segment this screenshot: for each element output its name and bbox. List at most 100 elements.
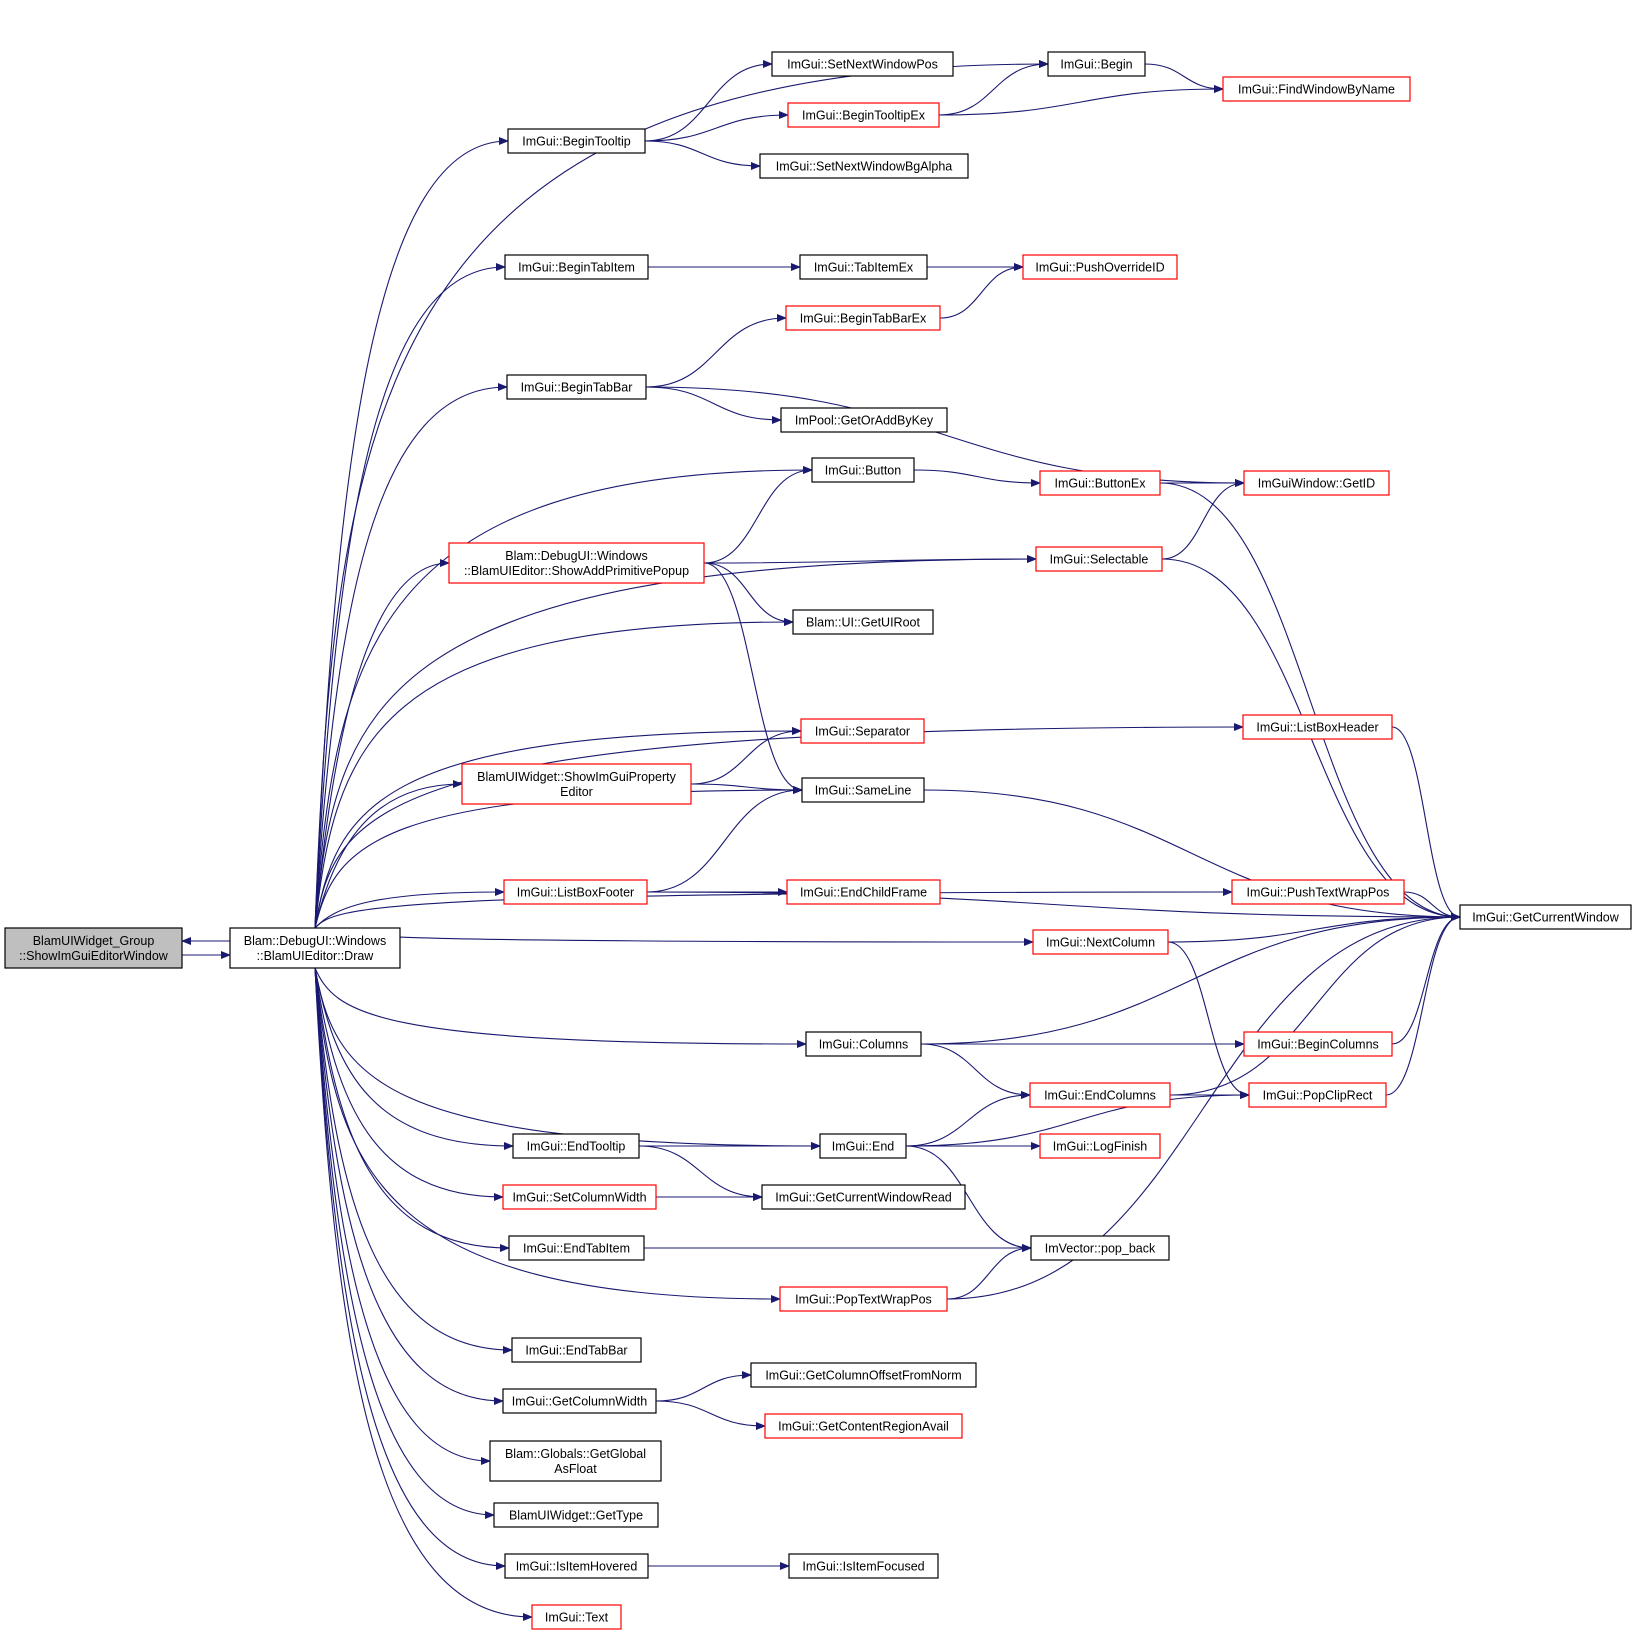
node-root[interactable]: BlamUIWidget_Group::ShowImGuiEditorWindo…: [4, 927, 183, 969]
node-button-ex[interactable]: ImGui::ButtonEx: [1039, 470, 1161, 496]
node-get-content-region-avail[interactable]: ImGui::GetContentRegionAvail: [764, 1413, 963, 1439]
edge-begin-columns-to-get-current-window: [1391, 913, 1461, 1045]
node-get-current-window-read[interactable]: ImGui::GetCurrentWindowRead: [761, 1184, 966, 1210]
node-set-next-window-pos[interactable]: ImGui::SetNextWindowPos: [771, 51, 954, 77]
node-is-item-focused[interactable]: ImGui::IsItemFocused: [788, 1553, 939, 1579]
node-box: [1032, 929, 1169, 955]
edge-draw-to-end-tooltip: [314, 967, 514, 1150]
node-next-column[interactable]: ImGui::NextColumn: [1032, 929, 1169, 955]
node-end-child-frame[interactable]: ImGui::EndChildFrame: [786, 879, 941, 905]
node-begin-tab-bar-ex[interactable]: ImGui::BeginTabBarEx: [785, 305, 941, 331]
node-label: ImGui::SetNextWindowPos: [787, 58, 938, 72]
edge-draw-to-get-global-as-float: [314, 967, 491, 1465]
node-begin-tooltip-ex[interactable]: ImGui::BeginTooltipEx: [787, 102, 940, 128]
node-begin-columns[interactable]: ImGui::BeginColumns: [1243, 1031, 1393, 1057]
edge-end-to-pop-clip-rect: [905, 1091, 1250, 1147]
node-show-add-primitive-popup[interactable]: Blam::DebugUI::Windows::BlamUIEditor::Sh…: [448, 542, 705, 584]
node-box: [805, 1031, 922, 1057]
node-button[interactable]: ImGui::Button: [811, 457, 915, 483]
node-columns[interactable]: ImGui::Columns: [805, 1031, 922, 1057]
node-find-window-by-name[interactable]: ImGui::FindWindowByName: [1222, 76, 1411, 102]
edge-columns-to-get-current-window: [920, 913, 1461, 1045]
node-set-next-window-bg-alpha[interactable]: ImGui::SetNextWindowBgAlpha: [759, 153, 969, 179]
edge-show-add-primitive-popup-to-same-line: [703, 562, 803, 794]
node-label: ImGui::ListBoxHeader: [1256, 721, 1378, 735]
edge-draw-to-columns: [314, 967, 807, 1048]
node-box: [1231, 879, 1405, 905]
node-box: [764, 1413, 963, 1439]
node-list-box-header[interactable]: ImGui::ListBoxHeader: [1242, 714, 1393, 740]
edge-draw-to-separator: [314, 727, 802, 929]
node-box: [750, 1362, 977, 1388]
node-label: ::BlamUIEditor::Draw: [257, 949, 375, 963]
node-label: ImGui::EndColumns: [1044, 1089, 1156, 1103]
node-label: ImGui::EndChildFrame: [800, 886, 927, 900]
node-begin-tab-item[interactable]: ImGui::BeginTabItem: [504, 254, 649, 280]
node-get-column-offset-from-norm[interactable]: ImGui::GetColumnOffsetFromNorm: [750, 1362, 977, 1388]
node-set-column-width[interactable]: ImGui::SetColumnWidth: [502, 1184, 657, 1210]
node-get-column-width[interactable]: ImGui::GetColumnWidth: [502, 1388, 657, 1414]
node-get-type[interactable]: BlamUIWidget::GetType: [493, 1502, 659, 1528]
edge-button-to-button-ex: [913, 469, 1041, 487]
node-box: [761, 1184, 966, 1210]
node-label: ImGui::LogFinish: [1053, 1140, 1148, 1154]
node-begin-tab-bar[interactable]: ImGui::BeginTabBar: [506, 374, 647, 400]
node-tab-item-ex[interactable]: ImGui::TabItemEx: [799, 254, 928, 280]
node-text[interactable]: ImGui::Text: [531, 1604, 622, 1630]
node-end[interactable]: ImGui::End: [819, 1133, 907, 1159]
node-label: ImGui::PushOverrideID: [1035, 261, 1164, 275]
node-get-id[interactable]: ImGuiWindow::GetID: [1243, 470, 1390, 496]
node-box: [779, 1286, 948, 1312]
node-push-text-wrap-pos[interactable]: ImGui::PushTextWrapPos: [1231, 879, 1405, 905]
node-end-columns[interactable]: ImGui::EndColumns: [1029, 1082, 1171, 1108]
node-separator[interactable]: ImGui::Separator: [800, 718, 925, 744]
edge-list-box-footer-to-same-line: [646, 786, 803, 893]
edge-selectable-to-get-id: [1161, 479, 1245, 560]
node-label: ImGui::TabItemEx: [814, 261, 914, 275]
node-end-tab-bar[interactable]: ImGui::EndTabBar: [511, 1337, 642, 1363]
node-selectable[interactable]: ImGui::Selectable: [1035, 546, 1163, 572]
node-end-tooltip[interactable]: ImGui::EndTooltip: [512, 1133, 640, 1159]
node-get-current-window[interactable]: ImGui::GetCurrentWindow: [1459, 904, 1632, 930]
edge-end-to-pop-back: [905, 1145, 1032, 1252]
node-get-uiroot[interactable]: Blam::UI::GetUIRoot: [792, 609, 934, 635]
node-box: [811, 457, 915, 483]
node-box: [1030, 1235, 1170, 1261]
edge-list-box-header-to-get-current-window: [1391, 726, 1461, 921]
node-list-box-footer[interactable]: ImGui::ListBoxFooter: [503, 879, 648, 905]
node-is-item-hovered[interactable]: ImGui::IsItemHovered: [504, 1553, 649, 1579]
node-box: [4, 927, 183, 969]
node-end-tab-item[interactable]: ImGui::EndTabItem: [508, 1235, 645, 1261]
node-box: [1222, 76, 1411, 102]
node-box: [1029, 1082, 1171, 1108]
node-push-override-id[interactable]: ImGui::PushOverrideID: [1022, 254, 1178, 280]
node-draw[interactable]: Blam::DebugUI::Windows::BlamUIEditor::Dr…: [229, 927, 401, 969]
node-label: ImGui::Columns: [819, 1038, 909, 1052]
node-same-line[interactable]: ImGui::SameLine: [801, 777, 925, 803]
edge-begin-tooltip-to-set-next-window-pos: [644, 60, 773, 142]
node-box: [786, 879, 941, 905]
node-pop-clip-rect[interactable]: ImGui::PopClipRect: [1248, 1082, 1387, 1108]
node-get-or-add-by-key[interactable]: ImPool::GetOrAddByKey: [780, 407, 948, 433]
node-box: [1243, 1031, 1393, 1057]
edge-draw-to-list-box-header: [314, 723, 1244, 929]
node-label: ImGui::Text: [545, 1611, 609, 1625]
node-label: ImVector::pop_back: [1045, 1242, 1156, 1256]
edge-begin-tab-bar-to-get-or-add-by-key: [645, 386, 782, 424]
node-box: [448, 542, 705, 584]
node-pop-text-wrap-pos[interactable]: ImGui::PopTextWrapPos: [779, 1286, 948, 1312]
node-label: ImGui::BeginTabItem: [518, 261, 635, 275]
node-log-finish[interactable]: ImGui::LogFinish: [1039, 1133, 1161, 1159]
edge-begin-tab-bar-ex-to-push-override-id: [939, 263, 1024, 319]
node-box: [1459, 904, 1632, 930]
node-box: [788, 1553, 939, 1579]
node-label: ImGui::GetColumnWidth: [512, 1395, 648, 1409]
node-label: ImGui::BeginTabBarEx: [800, 312, 927, 326]
node-pop-back[interactable]: ImVector::pop_back: [1030, 1235, 1170, 1261]
node-label: ImGui::BeginColumns: [1257, 1038, 1379, 1052]
node-box: [771, 51, 954, 77]
node-begin[interactable]: ImGui::Begin: [1047, 51, 1146, 77]
node-begin-tooltip[interactable]: ImGui::BeginTooltip: [507, 128, 646, 154]
